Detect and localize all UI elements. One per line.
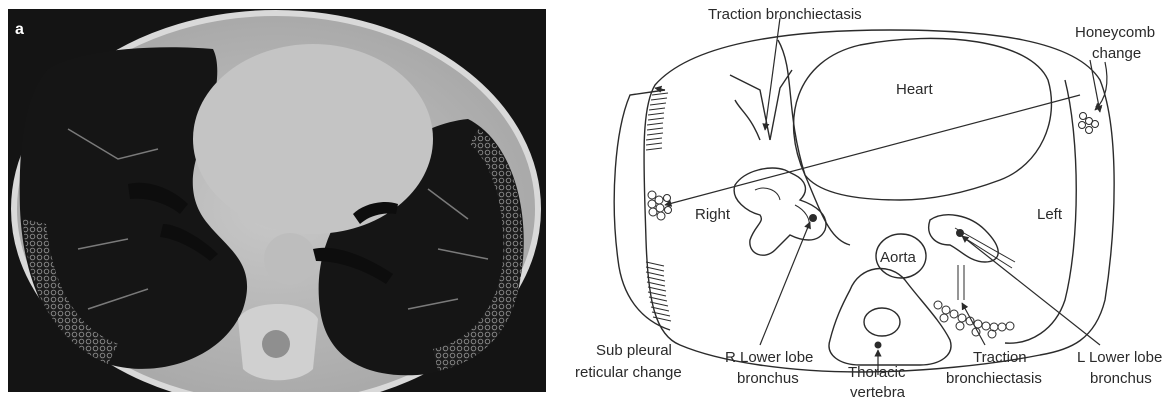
label-r-lower-1: R Lower lobe	[725, 349, 813, 366]
label-traction-bottom-1: Traction	[973, 349, 1027, 366]
label-aorta: Aorta	[880, 249, 917, 266]
label-subpleural-2: reticular change	[575, 364, 682, 381]
pointer-traction-top	[765, 18, 780, 130]
label-left: Left	[1037, 206, 1063, 223]
pointer-honeycomb-1	[1090, 60, 1100, 112]
pointer-subpleural	[655, 88, 665, 90]
vertebral-canal	[864, 308, 900, 336]
label-thoracic-2: vertebra	[850, 384, 906, 401]
subpleural-bracket	[614, 90, 670, 330]
ct-aorta	[264, 233, 316, 285]
schematic-diagram: Traction bronchiectasis Honeycomb change…	[560, 0, 1175, 401]
label-traction-bottom-2: bronchiectasis	[946, 370, 1042, 387]
r-lower-bronchus-dot	[809, 214, 817, 222]
label-heart: Heart	[896, 81, 934, 98]
left-hilum	[929, 215, 998, 262]
panel-letter: a	[15, 21, 24, 38]
label-r-lower-2: bronchus	[737, 370, 799, 387]
ct-scan-image: a	[8, 9, 546, 392]
label-honeycomb-2: change	[1092, 45, 1141, 62]
label-right: Right	[695, 206, 731, 223]
label-subpleural-1: Sub pleural	[596, 342, 672, 359]
pointer-honeycomb-2	[1095, 62, 1107, 110]
label-traction-bronchiectasis-top: Traction bronchiectasis	[708, 6, 862, 23]
right-hilum	[734, 168, 826, 255]
heart-outline	[794, 38, 1052, 200]
label-l-lower-1: L Lower lobe	[1077, 349, 1162, 366]
pointer-honeycomb-long	[665, 95, 1080, 205]
vertebra-outline	[829, 269, 951, 365]
label-thoracic-1: Thoracic	[848, 364, 906, 381]
label-l-lower-2: bronchus	[1090, 370, 1152, 387]
traction-bronchiectasis-top-symbol	[730, 70, 792, 140]
honeycomb-cluster-left-top	[1079, 113, 1099, 134]
thorax-outline	[644, 30, 1114, 372]
l-lower-bronchus-dot	[956, 229, 964, 237]
label-honeycomb-1: Honeycomb	[1075, 24, 1155, 41]
honeycomb-cluster-right	[648, 191, 672, 220]
